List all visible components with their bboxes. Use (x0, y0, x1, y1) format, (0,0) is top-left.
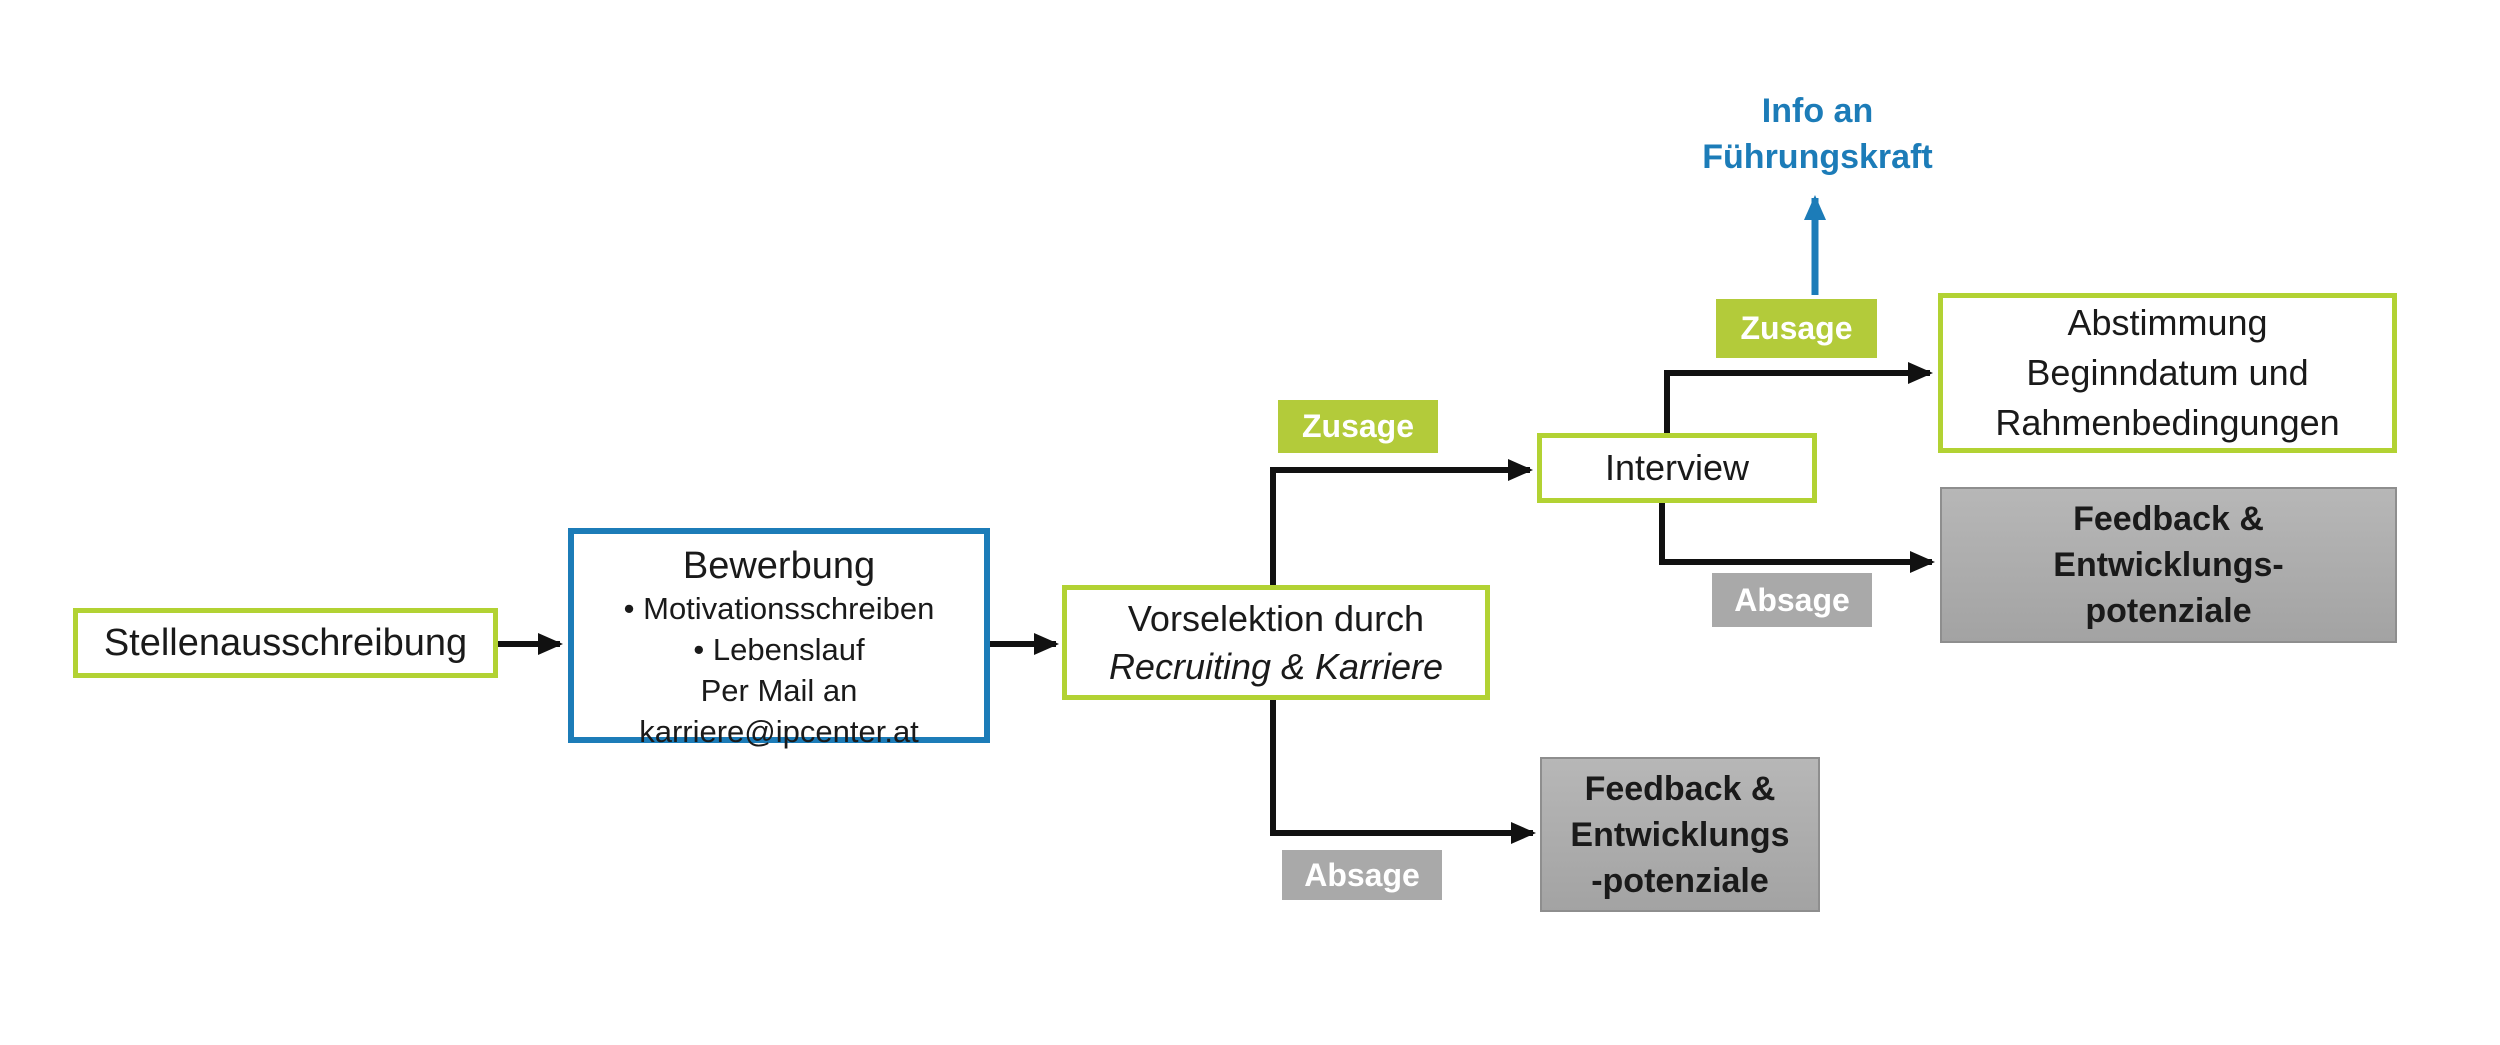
bewerbung-line-per-mail: Per Mail an (700, 673, 858, 708)
node-bewerbung: Bewerbung • Motivationsschreiben • Leben… (568, 528, 990, 749)
tag-zusage-interview-branch: Zusage (1716, 299, 1877, 358)
feedback-bottom-line2: Entwicklungs (1570, 815, 1790, 854)
absage-bottom-label: Absage (1304, 856, 1420, 893)
feedback-bottom-line1: Feedback & (1584, 769, 1776, 808)
bewerbung-bullet-lebenslauf: • Lebenslauf (693, 632, 865, 667)
feedback-bottom-line3: -potenziale (1591, 861, 1769, 900)
tag-absage-vorselektion-branch: Absage (1282, 850, 1442, 900)
node-interview: Interview (1537, 433, 1817, 503)
vorselektion-line1: Vorselektion durch (1127, 597, 1425, 639)
node-abstimmung: Abstimmung Beginndatum und Rahmenbedingu… (1938, 293, 2397, 453)
tag-absage-interview-branch: Absage (1712, 573, 1872, 627)
stellenausschreibung-label: Stellenausschreibung (103, 621, 468, 664)
vorselektion-line2: Recruiting & Karriere (1108, 645, 1444, 687)
connector-interview-zusage-to-abstimmung (1664, 362, 1933, 433)
node-feedback-entwicklungspotenziale-bottom: Feedback & Entwicklungs -potenziale (1540, 757, 1820, 912)
zusage-mid-label: Zusage (1301, 408, 1415, 444)
bewerbung-line-email: karriere@ipcenter.at (639, 714, 919, 749)
node-stellenausschreibung: Stellenausschreibung (73, 608, 498, 678)
info-an-fuehrungskraft-note: Info an Führungskraft (1655, 88, 1980, 180)
node-vorselektion: Vorselektion durch Recruiting & Karriere (1062, 585, 1490, 700)
connector-vorselektion-absage-to-feedback (1270, 700, 1536, 844)
absage-right-label: Absage (1734, 581, 1850, 618)
abstimmung-line3: Rahmenbedingungen (1995, 402, 2340, 443)
info-note-line1: Info an (1761, 92, 1874, 130)
connector-interview-absage-to-feedback (1659, 503, 1935, 573)
bewerbung-title: Bewerbung (682, 545, 876, 587)
zusage-top-label: Zusage (1740, 310, 1853, 346)
node-feedback-entwicklungspotenziale-right: Feedback & Entwicklungs- potenziale (1940, 487, 2397, 643)
feedback-right-line2: Entwicklungs- (2053, 546, 2284, 584)
info-note-line2: Führungskraft (1702, 138, 1933, 176)
tag-zusage-vorselektion-branch: Zusage (1278, 400, 1438, 453)
feedback-right-line1: Feedback & (2073, 500, 2264, 538)
bewerbung-bullet-motivationsschreiben: • Motivationsschreiben (623, 591, 935, 626)
abstimmung-line1: Abstimmung (2067, 302, 2268, 343)
interview-label: Interview (1604, 447, 1750, 488)
feedback-right-line3: potenziale (2085, 592, 2252, 630)
connector-vorselektion-zusage-to-interview (1270, 459, 1533, 585)
abstimmung-line2: Beginndatum und (2026, 352, 2309, 393)
